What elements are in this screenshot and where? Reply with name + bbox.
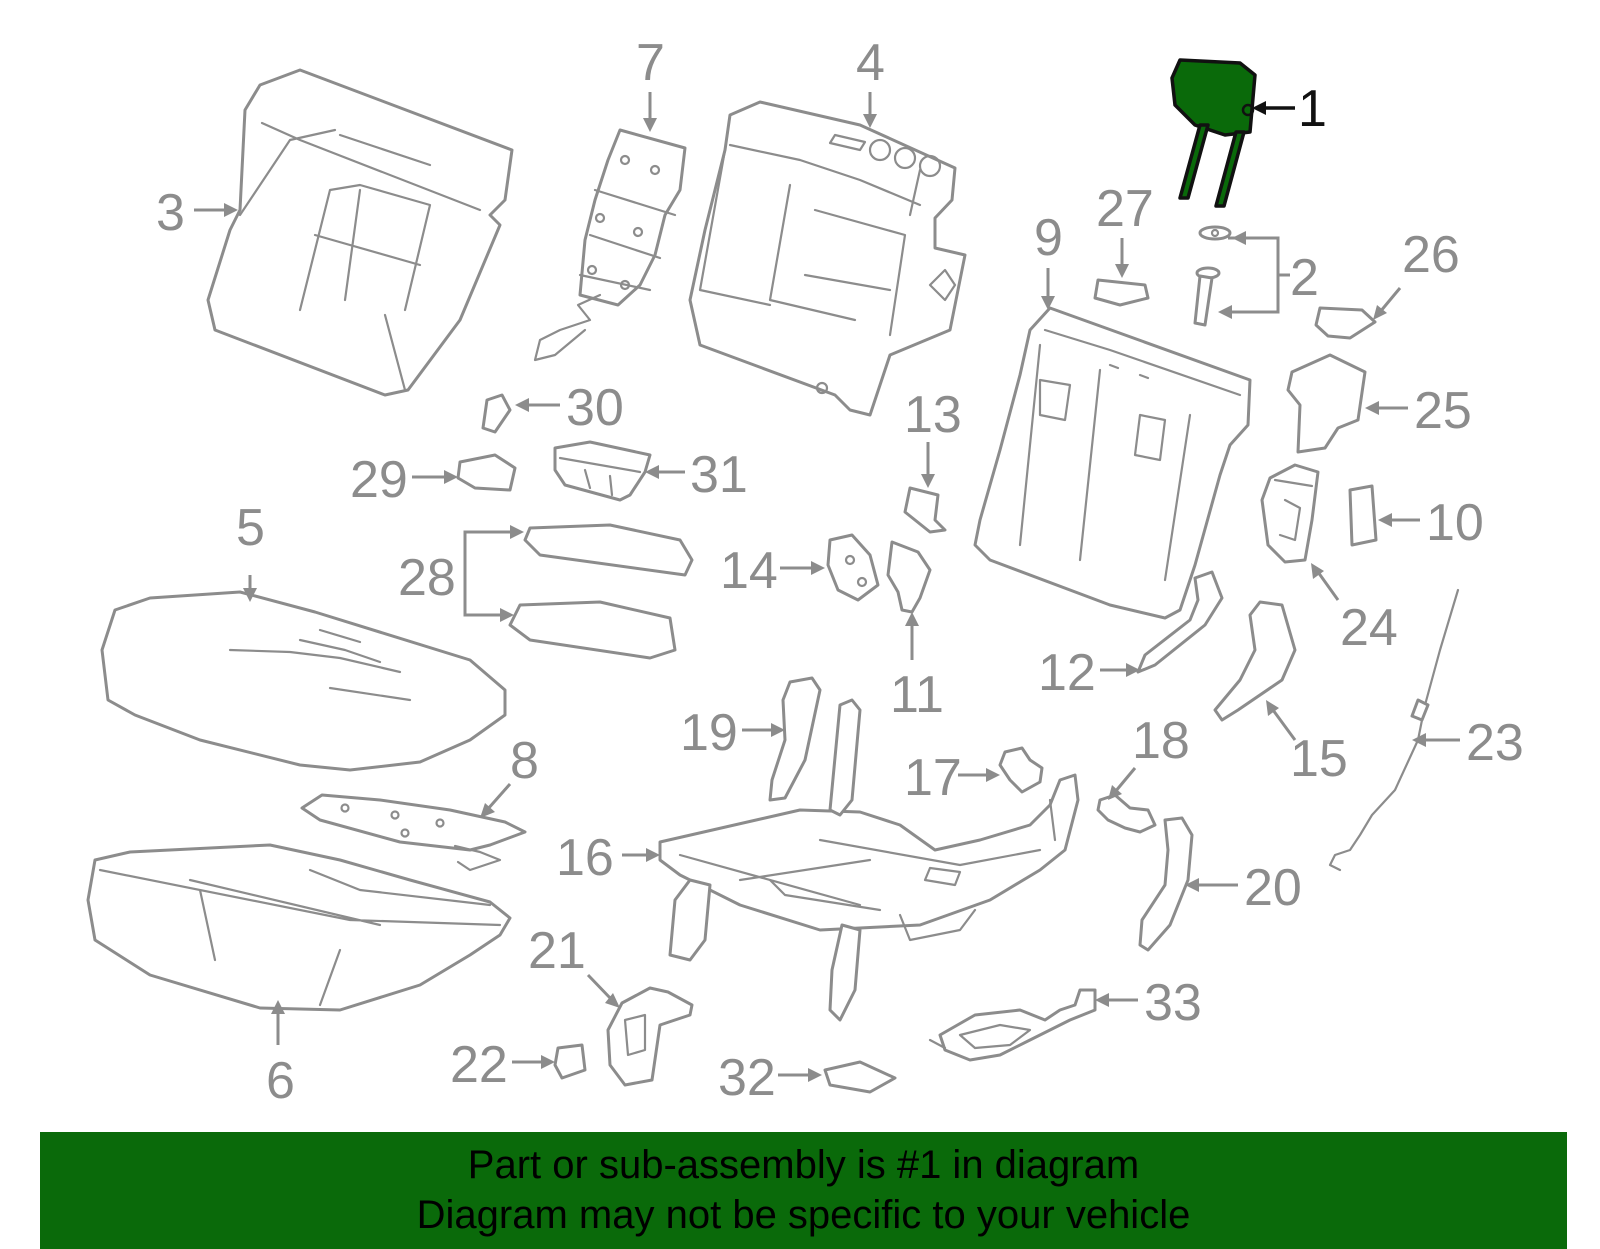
- callout-3: 3: [156, 184, 185, 242]
- part-22-cap: [553, 1043, 587, 1080]
- callout-11: 11: [890, 666, 944, 724]
- part-9-back-panel: [973, 306, 1252, 620]
- callout-13: 13: [904, 386, 962, 444]
- callout-20: 20: [1244, 859, 1302, 917]
- callout-31: 31: [690, 446, 748, 504]
- part-4-seat-back-frame: [688, 100, 967, 417]
- part-8-cushion-frame: [300, 793, 527, 872]
- callout-1: 1: [1298, 80, 1327, 138]
- callout-28: 28: [398, 549, 456, 607]
- callout-27: 27: [1096, 180, 1154, 238]
- part-13-bracket: [903, 486, 947, 534]
- part-15-side-trim: [1213, 600, 1297, 722]
- part-7-back-panel: [533, 128, 687, 362]
- callout-2: 2: [1290, 249, 1319, 307]
- callout-8: 8: [510, 732, 539, 790]
- callout-4: 4: [856, 34, 885, 92]
- part-6-seat-cushion: [86, 843, 512, 1012]
- part-27-clip: [1093, 278, 1150, 307]
- part-17-bushing: [998, 746, 1044, 794]
- callouts: 1 2 3 4 5 6 7 8 9: [156, 34, 1524, 1110]
- part-19-trim: [768, 676, 822, 802]
- part-5-seat-cushion-cover: [100, 590, 507, 772]
- callout-21: 21: [528, 922, 586, 980]
- part-11-bracket: [886, 540, 932, 614]
- callout-6: 6: [266, 1052, 295, 1110]
- callout-16: 16: [556, 829, 614, 887]
- part-25-trim-panel: [1286, 353, 1367, 454]
- callout-9: 9: [1034, 209, 1063, 267]
- callout-26: 26: [1402, 226, 1460, 284]
- part-10-cover: [1348, 484, 1378, 547]
- part-32-pad: [823, 1060, 897, 1094]
- part-21-bracket: [606, 986, 694, 1087]
- banner-line-2: Diagram may not be specific to your vehi…: [416, 1193, 1191, 1237]
- part-12-hinge-cover: [1136, 570, 1224, 674]
- part-28-armrest-covers: [508, 523, 694, 660]
- banner-line-1: Part or sub-assembly is #1 in diagram: [467, 1143, 1140, 1187]
- callout-18: 18: [1132, 712, 1190, 770]
- part-1-headrest: [1170, 58, 1257, 208]
- part-33-harness: [928, 988, 1097, 1062]
- callout-25: 25: [1414, 382, 1472, 440]
- callout-24: 24: [1340, 599, 1398, 657]
- part-18-bolt: [1096, 793, 1157, 834]
- callout-29: 29: [350, 451, 408, 509]
- part-24-latch-cover: [1260, 463, 1320, 564]
- part-31-cup-holder: [553, 440, 652, 502]
- part-16-cushion-frame: [658, 698, 1080, 1022]
- part-3-seat-back-cover: [206, 68, 514, 397]
- callout-33: 33: [1144, 974, 1202, 1032]
- part-info-banner: Part or sub-assembly is #1 in diagram Di…: [40, 1132, 1567, 1249]
- callout-12: 12: [1038, 644, 1096, 702]
- callout-10: 10: [1426, 494, 1484, 552]
- part-2-headrest-guides: [1193, 225, 1232, 327]
- callout-15: 15: [1290, 730, 1348, 788]
- callout-23: 23: [1466, 714, 1524, 772]
- part-23-cable: [1328, 588, 1460, 872]
- part-29-bracket: [456, 453, 517, 492]
- callout-5: 5: [236, 499, 265, 557]
- callout-30: 30: [566, 379, 624, 437]
- part-30-clip: [481, 393, 512, 434]
- part-26-bezel: [1314, 306, 1377, 340]
- part-14-bracket: [826, 533, 880, 602]
- callout-22: 22: [450, 1036, 508, 1094]
- part-20-trim: [1138, 816, 1194, 952]
- callout-19: 19: [680, 704, 738, 762]
- callout-7: 7: [636, 34, 665, 92]
- callout-17: 17: [904, 749, 962, 807]
- callout-32: 32: [718, 1049, 776, 1107]
- callout-14: 14: [720, 542, 778, 600]
